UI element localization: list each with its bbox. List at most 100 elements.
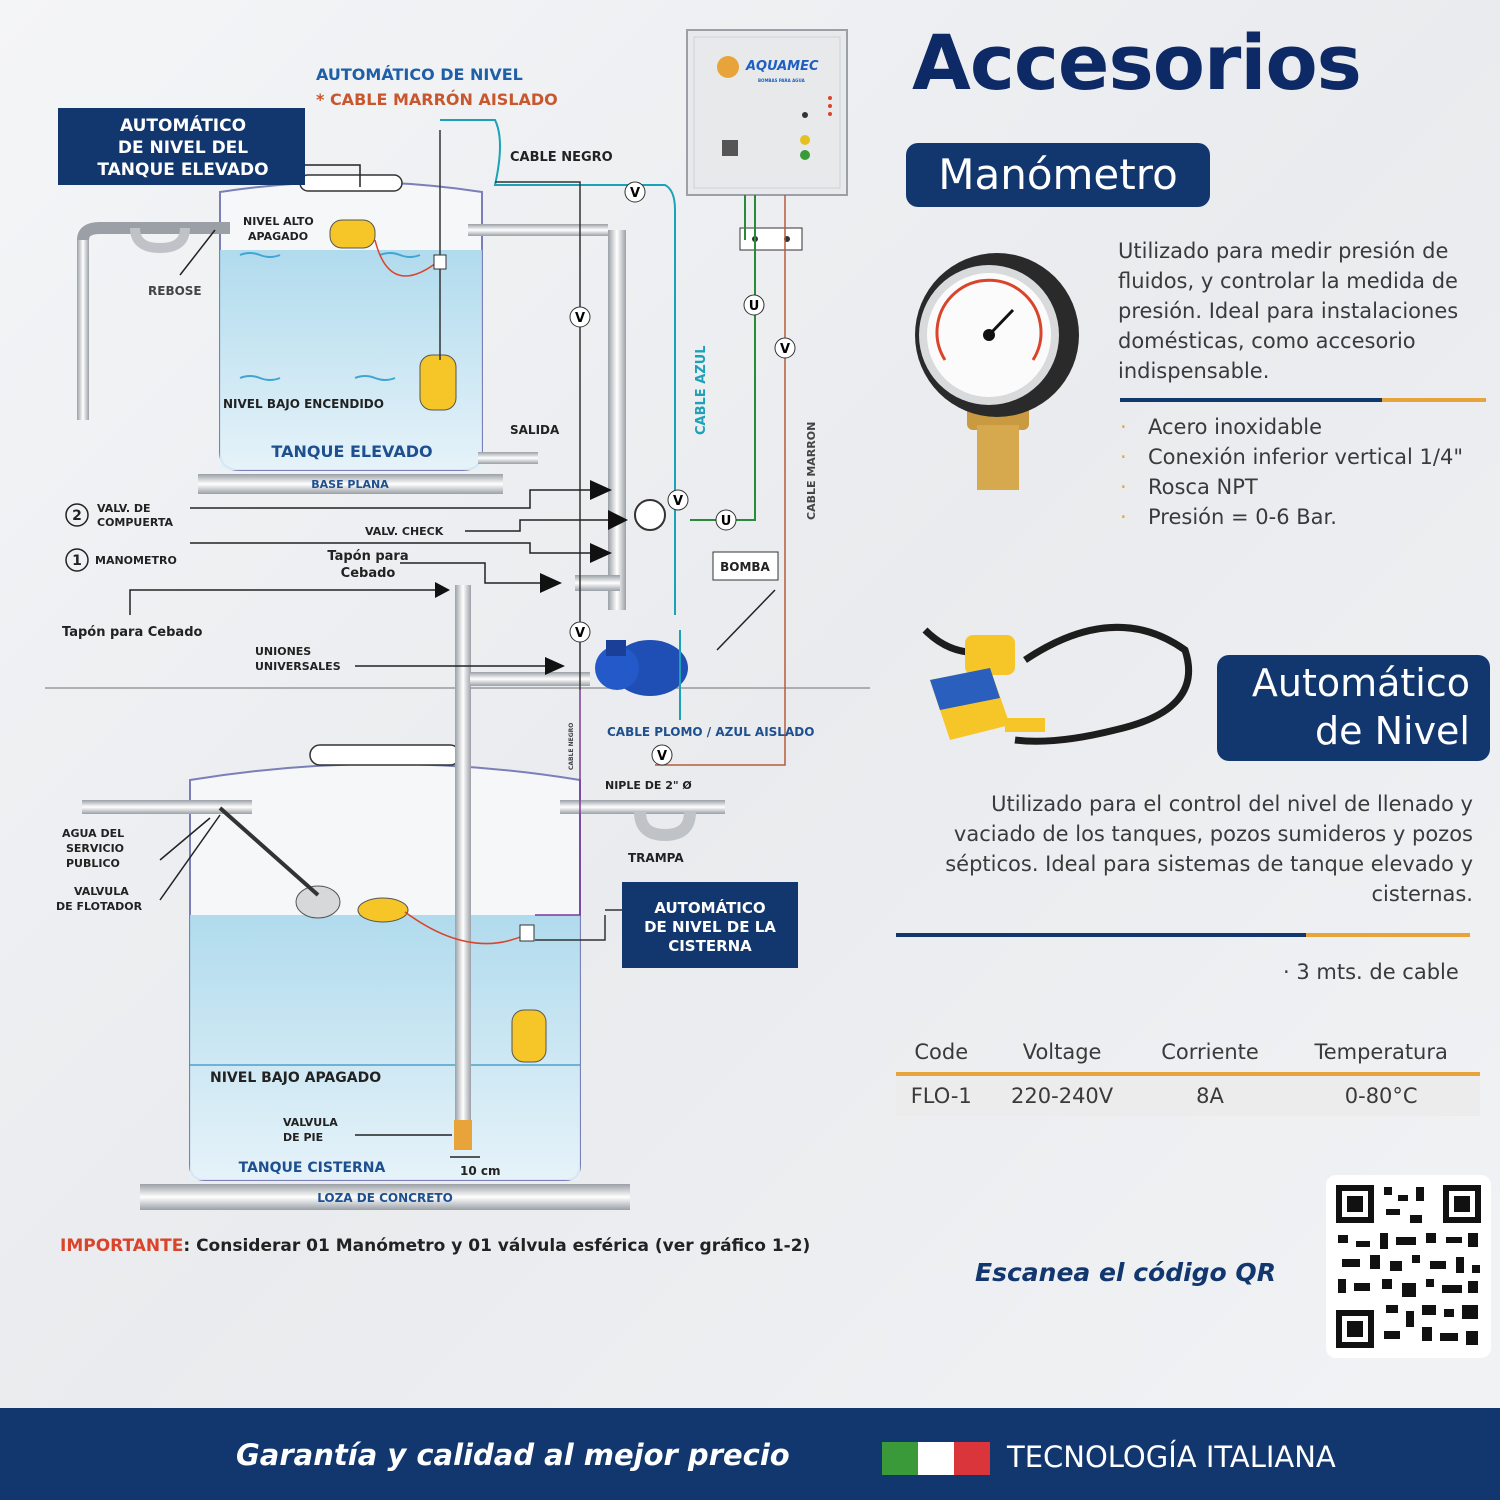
divider-bar bbox=[1382, 398, 1486, 402]
bomba-label: BOMBA bbox=[720, 560, 770, 574]
valv-compuerta-label: VALV. DE bbox=[97, 502, 151, 515]
tapon-cebado-label: Tapón para bbox=[327, 549, 408, 564]
svg-text:V: V bbox=[673, 494, 683, 509]
voltage-markers: V V U V V U V V bbox=[569, 181, 796, 766]
svg-text:V: V bbox=[575, 626, 585, 641]
column-header-corriente: Corriente bbox=[1137, 1036, 1283, 1076]
flag-red-stripe bbox=[954, 1442, 990, 1475]
qr-code[interactable] bbox=[1326, 1175, 1491, 1358]
ten-cm-label: 10 cm bbox=[460, 1164, 501, 1178]
table-row: FLO-1 220-240V 8A 0-80°C bbox=[896, 1074, 1480, 1116]
nivel-alto-label: NIVEL ALTO bbox=[243, 215, 314, 228]
column-header-temperatura: Temperatura bbox=[1282, 1036, 1480, 1076]
page-title: Accesorios bbox=[912, 18, 1362, 107]
column-header-voltage: Voltage bbox=[986, 1036, 1138, 1076]
rebose-label: REBOSE bbox=[148, 284, 202, 298]
pressure-gauge-icon bbox=[634, 499, 666, 531]
valv-compuerta-label: COMPUERTA bbox=[97, 516, 174, 529]
table-header-row: Code Voltage Corriente Temperatura bbox=[896, 1036, 1480, 1076]
cable-plomo-label: CABLE PLOMO / AZUL AISLADO bbox=[607, 725, 814, 739]
valvula-flotador-label: DE FLOTADOR bbox=[56, 900, 143, 913]
number-1-badge: 1 bbox=[72, 553, 82, 569]
badge-line: DE NIVEL DEL bbox=[118, 138, 248, 158]
nivel-alto-label: APAGADO bbox=[248, 230, 308, 243]
niple-label: NIPLE DE 2" Ø bbox=[605, 779, 692, 792]
base-plana bbox=[198, 474, 503, 494]
cell-corriente: 8A bbox=[1137, 1074, 1283, 1116]
badge-line: TANQUE ELEVADO bbox=[97, 160, 268, 180]
important-note: IMPORTANTE: Considerar 01 Manómetro y 01… bbox=[60, 1236, 810, 1256]
divider-bar bbox=[1120, 398, 1382, 402]
water-marks bbox=[239, 252, 421, 381]
badge-line: CISTERNA bbox=[668, 937, 752, 955]
cell-voltage: 220-240V bbox=[986, 1074, 1138, 1116]
cable-azul-label: CABLE AZUL bbox=[694, 345, 709, 435]
valv-check-label: VALV. CHECK bbox=[365, 525, 444, 538]
float-valve-icon bbox=[357, 897, 409, 923]
loza-concreto bbox=[140, 1184, 630, 1210]
cell-temperatura: 0-80°C bbox=[1282, 1074, 1480, 1116]
tanque-cisterna-label: TANQUE CISTERNA bbox=[239, 1160, 386, 1176]
cell-code: FLO-1 bbox=[896, 1074, 987, 1116]
badge-cisterna bbox=[622, 882, 798, 968]
badge-tanque-elevado bbox=[58, 108, 305, 185]
leader-lines bbox=[129, 164, 776, 1158]
automatico-title: Automático de Nivel bbox=[1217, 655, 1490, 761]
float-switch-icon bbox=[419, 354, 457, 411]
float-switch-icon bbox=[922, 623, 1193, 745]
footer-slogan: Garantía y calidad al mejor precio bbox=[236, 1438, 790, 1472]
svg-text:V: V bbox=[575, 311, 585, 326]
flag-white-stripe bbox=[918, 1442, 954, 1475]
uniones-label: UNIVERSALES bbox=[255, 660, 341, 673]
cable-length-note: · 3 mts. de cable bbox=[1283, 960, 1459, 984]
tapon-cebado-label: Cebado bbox=[341, 566, 396, 581]
agua-servicio-label: SERVICIO bbox=[66, 842, 124, 855]
svg-text:V: V bbox=[780, 342, 790, 357]
nivel-bajo-encendido-label: NIVEL BAJO ENCENDIDO bbox=[223, 397, 384, 411]
footer-bar bbox=[0, 1408, 1500, 1500]
valvula-flotador-label: VALVULA bbox=[74, 885, 129, 898]
cable-marron-aislado-label: * CABLE MARRÓN AISLADO bbox=[316, 90, 558, 109]
trampa-label: TRAMPA bbox=[628, 851, 684, 865]
feature-item: ·Presión = 0-6 Bar. bbox=[1120, 505, 1337, 529]
valvula-pie-label: VALVULA bbox=[283, 1116, 338, 1129]
footer-tech-label: TECNOLOGÍA ITALIANA bbox=[1007, 1440, 1336, 1474]
tanque-elevado-label: TANQUE ELEVADO bbox=[271, 442, 432, 461]
flag-green-stripe bbox=[882, 1442, 918, 1475]
auto-nivel-title: AUTOMÁTICO DE NIVEL bbox=[316, 65, 523, 84]
feature-item: ·Conexión inferior vertical 1/4" bbox=[1120, 445, 1463, 469]
float-ball-icon bbox=[295, 885, 341, 919]
manometro-label: MANOMETRO bbox=[95, 554, 177, 567]
base-plana-label: BASE PLANA bbox=[311, 478, 389, 491]
tapon-cebado-label-2: Tapón para Cebado bbox=[62, 625, 203, 640]
pump-icon bbox=[595, 640, 688, 696]
cable-marron-label: CABLE MARRON bbox=[805, 422, 818, 520]
cable-negro-vertical-label: CABLE NEGRO bbox=[568, 723, 575, 770]
cable-negro-label: CABLE NEGRO bbox=[510, 150, 613, 165]
control-box: AQUAMEC BOMBAS PARA AGUA bbox=[686, 29, 848, 251]
installation-diagram: AQUAMEC BOMBAS PARA AGUA V V U V V U V V bbox=[45, 29, 870, 1210]
manometro-title: Manómetro bbox=[906, 143, 1210, 207]
brand-subtitle: BOMBAS PARA AGUA bbox=[758, 78, 806, 83]
svg-text:V: V bbox=[630, 186, 640, 201]
badge-line: DE NIVEL DE LA bbox=[644, 918, 776, 936]
badge-line: AUTOMÁTICO bbox=[654, 898, 765, 917]
divider-bar bbox=[1306, 933, 1470, 937]
manometro-description: Utilizado para medir presión de fluidos,… bbox=[1118, 239, 1459, 383]
svg-text:U: U bbox=[749, 299, 760, 314]
divider-bar bbox=[896, 933, 1306, 937]
svg-text:U: U bbox=[721, 514, 732, 529]
manometer-icon bbox=[915, 253, 1079, 490]
feature-item: ·Rosca NPT bbox=[1120, 475, 1258, 499]
brand-name: AQUAMEC bbox=[745, 59, 819, 74]
svg-text:V: V bbox=[657, 749, 667, 764]
uniones-label: UNIONES bbox=[255, 645, 311, 658]
arrow-heads bbox=[435, 480, 628, 675]
spec-table: Code Voltage Corriente Temperatura FLO-1… bbox=[896, 1036, 1480, 1116]
loza-label: LOZA DE CONCRETO bbox=[317, 1191, 453, 1205]
feature-item: ·Acero inoxidable bbox=[1120, 415, 1323, 439]
qr-code-icon bbox=[1336, 1185, 1481, 1348]
automatico-description: Utilizado para el control del nivel de l… bbox=[945, 792, 1473, 906]
valvula-pie-label: DE PIE bbox=[283, 1131, 323, 1144]
important-label: IMPORTANTE bbox=[60, 1236, 184, 1256]
